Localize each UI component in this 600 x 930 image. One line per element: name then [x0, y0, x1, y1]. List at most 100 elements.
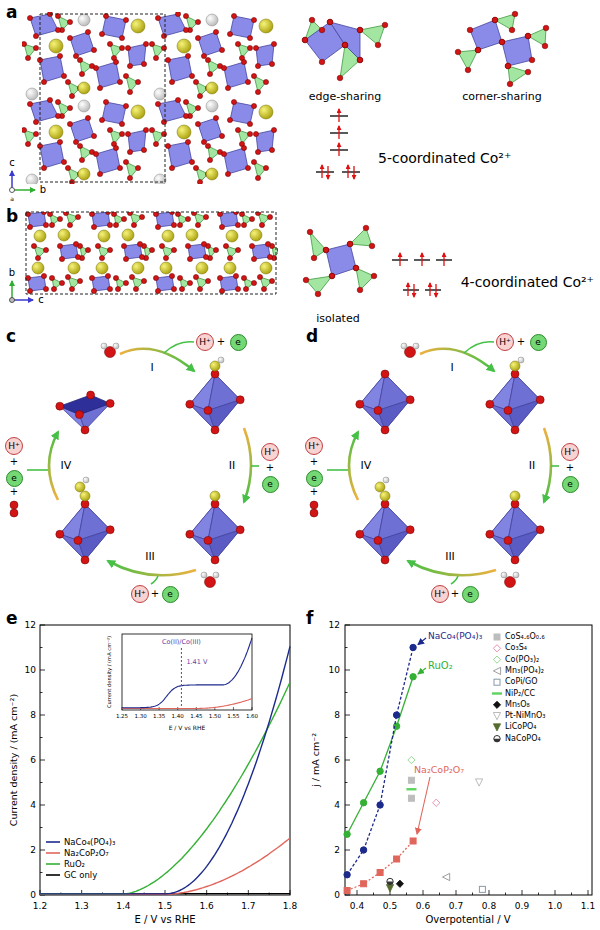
tick-label: 0.5	[383, 902, 397, 911]
oxygen-atom	[105, 273, 110, 278]
data-marker	[360, 800, 366, 806]
oxygen-atom	[65, 79, 70, 84]
electron-label: e	[235, 338, 241, 347]
line	[40, 782, 43, 783]
oxygen-atom	[319, 27, 325, 33]
oxygen-atom	[69, 93, 74, 98]
sodium-atom	[259, 19, 273, 33]
oxygen-atom	[187, 280, 192, 285]
oxygen-atom	[155, 15, 160, 20]
oxygen-atom	[525, 69, 531, 75]
oxygen-atom	[169, 165, 174, 170]
oxygen-atom	[119, 131, 124, 136]
tick-label: 0	[334, 891, 340, 900]
oxygen-atom	[155, 288, 160, 293]
oxygen-atom	[189, 159, 194, 164]
oxygen-atom	[135, 79, 140, 84]
oxygen-atom	[123, 159, 128, 164]
electron-label: e	[11, 474, 17, 483]
curve	[347, 841, 413, 891]
water-oxygen	[205, 577, 216, 588]
plus-sign: +	[517, 337, 525, 347]
oxygen-atom	[33, 45, 38, 50]
oxygen-atom	[135, 165, 140, 170]
oxygen-atom	[159, 243, 164, 248]
line	[403, 289, 419, 290]
line	[233, 707, 234, 710]
oxygen-atom	[113, 59, 118, 64]
oxygen-atom	[356, 530, 364, 538]
oxygen-atom	[149, 127, 154, 132]
oxygen-atom	[55, 99, 60, 104]
electron-circle: e	[530, 334, 547, 351]
cobalt-polyhedron	[168, 142, 192, 168]
proton-circle: H⁺	[131, 585, 149, 603]
proton-label: H⁺	[8, 442, 20, 451]
oxygen-atom	[22, 127, 27, 132]
panel-letter: a	[6, 4, 17, 21]
cobalt-polyhedron	[224, 148, 248, 174]
electron-label: e	[535, 338, 541, 347]
axis-origin	[10, 298, 15, 303]
oxygen-atom	[85, 247, 90, 252]
line	[40, 625, 45, 626]
oxygen-atom	[505, 63, 511, 69]
oxygen-atom	[93, 151, 98, 156]
cobalt-polyhedron	[470, 20, 502, 50]
legend-label: Co₃S₄	[505, 644, 527, 652]
oxygen-atom	[183, 113, 188, 118]
oxygen-atom	[117, 79, 122, 84]
cobalt-polyhedron	[102, 102, 126, 124]
oxygen-atom	[467, 27, 473, 33]
oxygen-atom	[87, 391, 95, 399]
hydrogen-atom	[213, 572, 219, 578]
tick-label: 0	[30, 891, 36, 900]
oxygen-atom	[186, 530, 194, 538]
oxygen-atom	[77, 278, 82, 283]
data-marker	[492, 692, 502, 694]
line	[40, 850, 45, 851]
data-marker	[406, 788, 416, 790]
oxygen-atom	[59, 256, 64, 261]
oxygen-atom	[263, 165, 268, 170]
oxygen-atom	[27, 288, 32, 293]
sodium-site	[78, 14, 90, 26]
axis-title: Current density / (mA cm⁻²)	[9, 694, 19, 826]
oxygen-atom	[139, 214, 144, 219]
data-marker	[410, 674, 416, 680]
unit-cell	[26, 212, 276, 294]
oxygen-atom	[219, 288, 224, 293]
oxygen-atom	[201, 139, 206, 144]
sodium-atom	[186, 229, 198, 241]
oxygen-atom	[33, 131, 38, 136]
oxygen-atom	[155, 224, 160, 229]
oxygen-atom	[253, 45, 258, 50]
proton-label: H⁺	[564, 448, 576, 457]
hydrogen-atom	[513, 572, 519, 578]
oxygen-atom	[169, 79, 174, 84]
line	[327, 166, 328, 179]
proton-circle: H⁺	[496, 333, 514, 351]
octahedron-face	[78, 530, 110, 560]
panel-letter: b	[6, 208, 18, 225]
oxygen-atom	[25, 55, 30, 60]
oxygen-atom	[93, 65, 98, 70]
line	[555, 890, 556, 895]
sodium-atom	[34, 230, 46, 242]
plus-sign: +	[217, 337, 225, 347]
data-marker	[377, 768, 383, 774]
oxygen-atom	[241, 145, 246, 150]
proton-circle: H⁺	[196, 333, 214, 351]
plot-frame	[345, 625, 592, 895]
oxygen-atom	[43, 222, 48, 227]
oxygen-atom	[27, 224, 32, 229]
legend-label: CoPi/GO	[505, 678, 538, 686]
oxygen-atom	[357, 57, 363, 63]
oxygen-atom	[271, 127, 276, 132]
line	[399, 253, 400, 266]
oxygen-atom	[103, 99, 108, 104]
inset-tick-label: 1.40	[172, 714, 184, 720]
oxygen-atom	[251, 73, 256, 78]
line	[345, 625, 350, 626]
inset-axis-title: E / V vs RHE	[169, 725, 206, 731]
